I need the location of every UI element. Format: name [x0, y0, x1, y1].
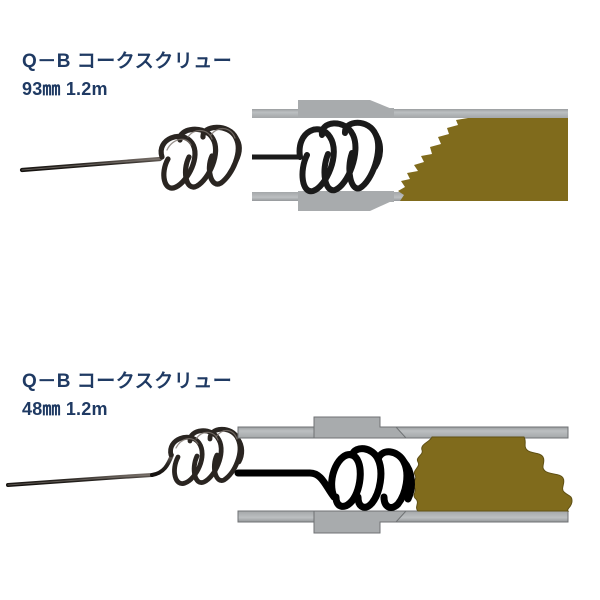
pipe-coupling-top-body [298, 108, 394, 118]
product-spec: 48㎜ 1.2m [22, 399, 108, 419]
tool-shaft-highlight [7, 474, 153, 486]
corkscrew-tool-photo-93mm [19, 124, 242, 191]
tool-helix [158, 124, 242, 191]
tool-helix [168, 426, 245, 486]
tool-shaft-bend [150, 453, 174, 477]
pipe-coupling-bottom [298, 201, 392, 211]
pipe-wall-bottom-left [252, 192, 340, 201]
product-spec: 93㎜ 1.2m [22, 79, 108, 99]
figure-48mm [0, 415, 600, 555]
pipe-diagram-48mm [234, 416, 573, 534]
pipe-wall-top-right [388, 109, 568, 118]
tool-schematic-in-pipe-48mm [234, 445, 415, 511]
pipe-wall-bottom-left [237, 510, 323, 523]
pipe-coupling-top [298, 100, 392, 109]
pipe-blockage-sludge [412, 436, 573, 512]
figure-93mm [0, 95, 600, 235]
pipe-wall-top-left [237, 426, 323, 439]
product-label-93mm: Q－B コークスクリュー 93㎜ 1.2m [22, 52, 232, 98]
pipe-blockage-sludge [398, 118, 568, 201]
product-title: Q－B コークスクリュー [22, 51, 233, 72]
tool-schematic-shaft [234, 469, 338, 501]
tool-schematic-helix [328, 445, 415, 511]
pipe-wall-top-right [391, 426, 569, 439]
pipe-coupling-top [313, 416, 408, 439]
pipe-diagram-93mm [252, 100, 568, 211]
pipe-coupling-bottom [313, 510, 408, 534]
product-title: Q－B コークスクリュー [22, 371, 233, 392]
pipe-wall-top-left [252, 109, 340, 118]
pipe-coupling-bottom-body [298, 191, 394, 202]
product-label-48mm: Q－B コークスクリュー 48㎜ 1.2m [22, 372, 232, 418]
tool-schematic-in-pipe-93mm [252, 119, 383, 195]
corkscrew-tool-photo-48mm [6, 426, 245, 487]
tool-shaft-highlight [21, 158, 161, 171]
tool-schematic-helix [296, 119, 383, 195]
pipe-wall-bottom-right [391, 510, 569, 523]
